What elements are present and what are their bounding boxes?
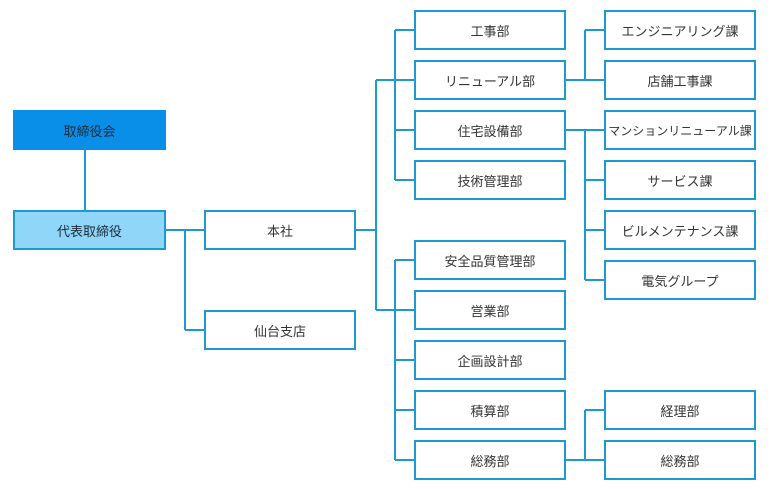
node-housing-equipment-dept: 住宅設備部 [414, 110, 566, 150]
node-service-section: サービス課 [604, 160, 756, 200]
node-renewal-dept: リニューアル部 [414, 60, 566, 100]
node-general-affairs-dept: 総務部 [414, 440, 566, 480]
node-engineering-section: エンジニアリング課 [604, 10, 756, 50]
node-electrical-group: 電気グループ [604, 260, 756, 300]
node-planning-design-dept: 企画設計部 [414, 340, 566, 380]
node-representative-director: 代表取締役 [13, 210, 166, 250]
node-technical-management-dept: 技術管理部 [414, 160, 566, 200]
node-accounting-dept: 経理部 [604, 390, 756, 430]
node-head-office: 本社 [204, 210, 356, 250]
node-safety-quality-dept: 安全品質管理部 [414, 240, 566, 280]
node-board: 取締役会 [13, 110, 166, 150]
node-sales-dept: 営業部 [414, 290, 566, 330]
node-general-affairs-section: 総務部 [604, 440, 756, 480]
node-sendai-branch: 仙台支店 [204, 310, 356, 350]
node-construction-dept: 工事部 [414, 10, 566, 50]
node-estimation-dept: 積算部 [414, 390, 566, 430]
node-building-maintenance-section: ビルメンテナンス課 [604, 210, 756, 250]
node-store-construction-section: 店舗工事課 [604, 60, 756, 100]
node-mansion-renewal-section: マンションリニューアル課 [604, 110, 756, 150]
